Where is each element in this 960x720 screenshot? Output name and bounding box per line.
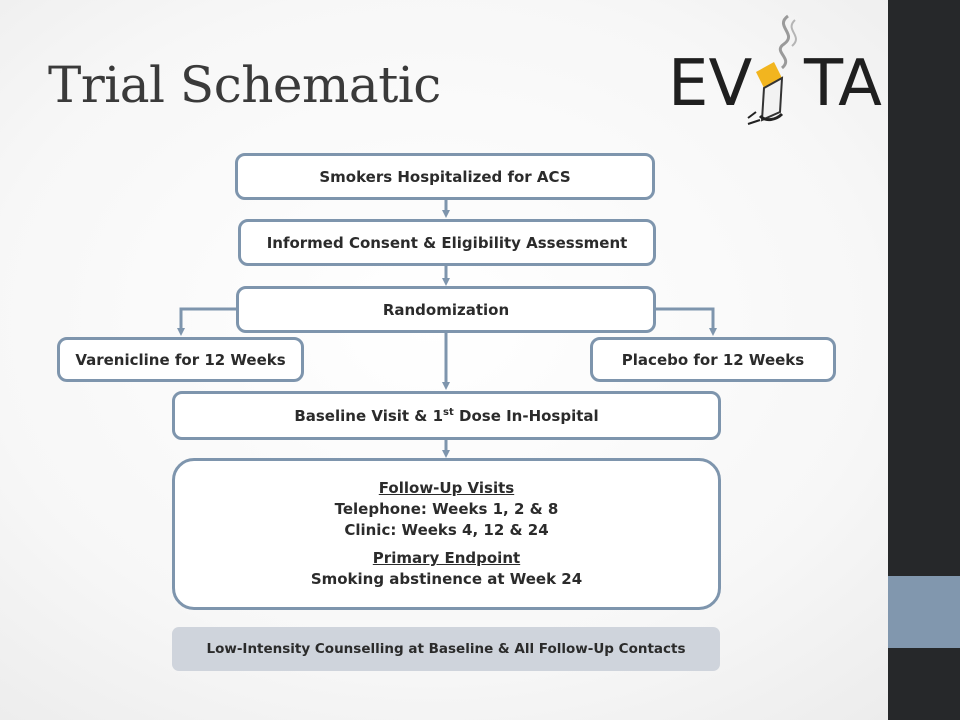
followup-telephone: Telephone: Weeks 1, 2 & 8: [334, 500, 559, 518]
node-placebo: Placebo for 12 Weeks: [590, 337, 836, 382]
logo-text-left: EV: [668, 47, 753, 121]
arrow-randomization-to-varenicline: [177, 307, 236, 336]
sidebar-accent-block: [888, 576, 960, 648]
endpoint-heading: Primary Endpoint: [372, 549, 521, 567]
followup-clinic: Clinic: Weeks 4, 12 & 24: [344, 521, 549, 539]
logo-text-right: TA: [804, 47, 882, 121]
followup-heading: Follow-Up Visits: [378, 479, 515, 497]
node-smokers: Smokers Hospitalized for ACS: [235, 153, 655, 200]
node-followup: Follow-Up Visits Telephone: Weeks 1, 2 &…: [172, 458, 721, 610]
evita-logo: EV TA: [664, 12, 884, 130]
node-consent: Informed Consent & Eligibility Assessmen…: [238, 219, 656, 266]
arrow-randomization-to-placebo: [656, 307, 717, 336]
endpoint-text: Smoking abstinence at Week 24: [310, 570, 583, 588]
cigarette-logo-icon: [747, 14, 797, 125]
node-baseline: Baseline Visit & 1st Dose In-Hospital: [172, 391, 721, 440]
node-counselling: Low-Intensity Counselling at Baseline & …: [172, 627, 720, 671]
node-varenicline: Varenicline for 12 Weeks: [57, 337, 304, 382]
slide-title: Trial Schematic: [48, 56, 441, 114]
node-randomization: Randomization: [236, 286, 656, 333]
baseline-text: Baseline Visit & 1st Dose In-Hospital: [294, 406, 599, 425]
